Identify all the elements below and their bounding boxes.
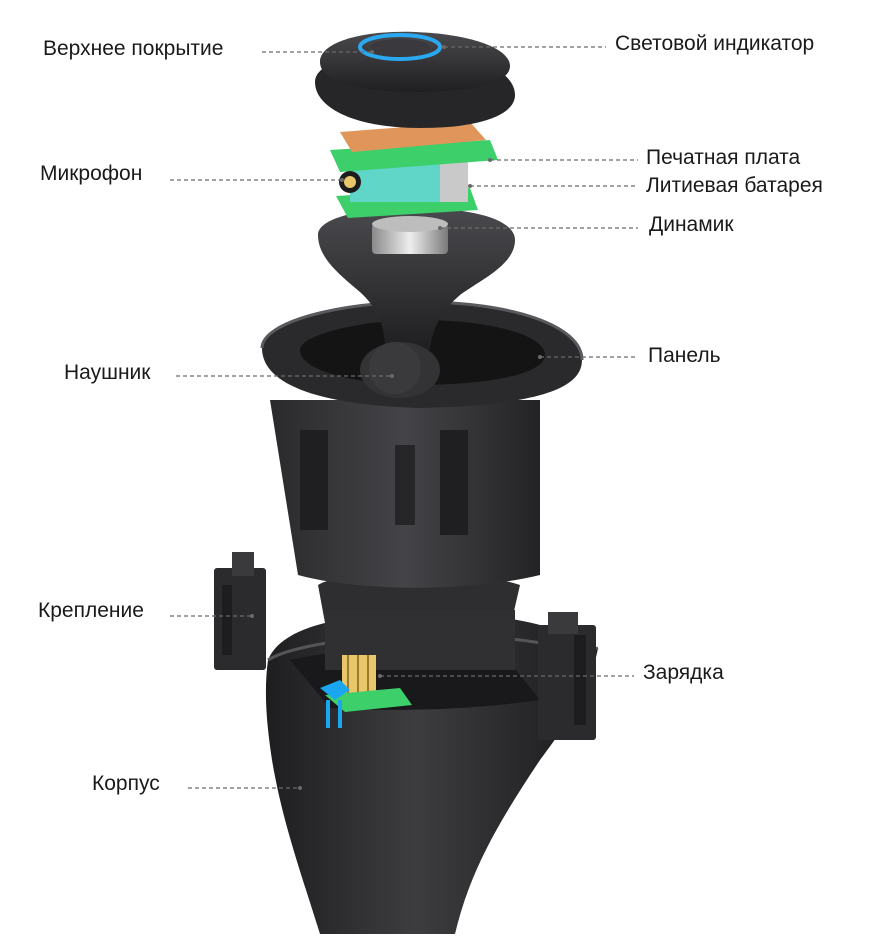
battery-pcb-stack: [330, 122, 498, 218]
label-battery: Литиевая батарея: [646, 174, 823, 197]
label-charging: Зарядка: [643, 661, 724, 684]
panel-cylinder: [270, 400, 540, 588]
label-body: Корпус: [92, 772, 160, 795]
charging-module: [318, 572, 520, 728]
mount-right: [538, 612, 596, 740]
label-earpiece: Наушник: [64, 361, 151, 384]
label-pcb: Печатная плата: [646, 146, 801, 169]
label-top-cover: Верхнее покрытие: [43, 37, 224, 60]
label-microphone: Микрофон: [40, 162, 143, 185]
label-speaker: Динамик: [649, 213, 734, 236]
label-panel: Панель: [648, 344, 721, 367]
earpiece: [318, 208, 515, 398]
label-mount: Крепление: [38, 599, 144, 622]
leader-lines: [170, 45, 638, 790]
label-light-indicator: Световой индикатор: [615, 32, 815, 55]
top-cover: [315, 31, 515, 128]
mount-left: [214, 552, 266, 670]
speaker: [372, 216, 448, 254]
